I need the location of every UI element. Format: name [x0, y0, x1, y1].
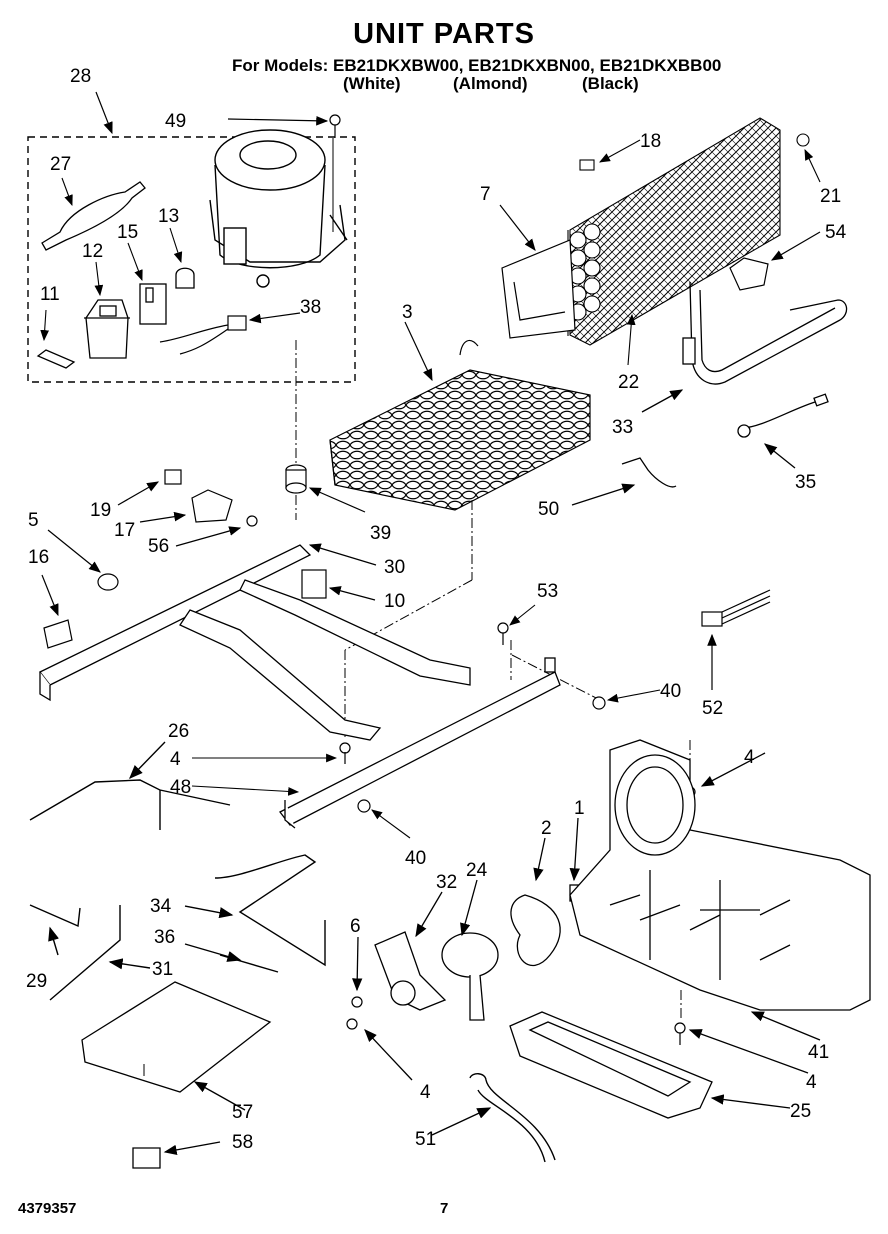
callout-38: 38 — [300, 297, 321, 318]
wire-harness-38 — [159, 312, 301, 355]
callout-6: 6 — [350, 916, 361, 937]
callout-58: 58 — [232, 1132, 253, 1153]
condenser-panel — [499, 204, 576, 339]
callout-52: 52 — [702, 698, 723, 719]
part-16 — [41, 574, 73, 649]
condenser-coil-3 — [329, 321, 591, 511]
callout-17: 17 — [114, 520, 135, 541]
callout-30: 30 — [384, 557, 405, 578]
callout-27: 27 — [50, 154, 71, 175]
drip-tray-57 — [81, 981, 272, 1169]
drain-pan-25 — [509, 1011, 791, 1119]
compressor-kit-outline — [27, 91, 356, 383]
callout-22: 22 — [618, 372, 639, 393]
callout-labels: 28 49 27 13 15 12 11 38 18 7 21 54 3 22 … — [26, 66, 847, 1153]
color-white: (White) — [343, 74, 401, 93]
callout-50: 50 — [538, 499, 559, 520]
leader-lines — [191, 604, 661, 839]
callout-4-a: 4 — [170, 749, 181, 770]
color-black: (Black) — [582, 74, 639, 93]
callout-36: 36 — [154, 927, 175, 948]
tube-26 — [29, 741, 231, 830]
callout-12: 12 — [82, 241, 103, 262]
callout-34: 34 — [150, 896, 172, 917]
overload — [127, 242, 167, 325]
models-line: For Models: EB21DKXBW00, EB21DKXBN00, EB… — [232, 56, 722, 75]
callout-40-b: 40 — [405, 848, 426, 869]
callout-49: 49 — [165, 111, 186, 132]
callout-51: 51 — [415, 1129, 436, 1150]
plug-5 — [47, 529, 119, 591]
callout-3: 3 — [402, 302, 413, 323]
callout-5: 5 — [28, 510, 39, 531]
tubes-lower-left — [29, 854, 326, 1001]
part-54 — [729, 231, 821, 291]
callout-48: 48 — [170, 777, 191, 798]
sensor-35 — [737, 393, 829, 469]
callout-15: 15 — [117, 222, 138, 243]
parts-19-17-56 — [117, 469, 258, 547]
page-number: 7 — [440, 1200, 449, 1217]
connector-52 — [701, 589, 771, 690]
clip-13 — [169, 227, 195, 289]
relay — [84, 261, 130, 359]
grommet-39 — [285, 464, 366, 513]
callout-7: 7 — [480, 184, 491, 205]
callout-25: 25 — [790, 1101, 811, 1122]
base-plate-41 — [569, 739, 871, 1074]
tube-33 — [641, 281, 848, 413]
callout-31: 31 — [152, 959, 173, 980]
callout-4-d: 4 — [420, 1082, 431, 1103]
callout-21: 21 — [820, 186, 841, 207]
fan-assembly — [352, 817, 581, 1081]
callout-16: 16 — [28, 547, 49, 568]
callout-11: 11 — [40, 284, 60, 305]
callout-39: 39 — [370, 523, 391, 544]
callout-4-b: 4 — [744, 747, 755, 768]
callout-53: 53 — [537, 581, 558, 602]
callout-2: 2 — [541, 818, 552, 839]
callout-29: 29 — [26, 971, 47, 992]
callout-57: 57 — [232, 1102, 253, 1123]
document-number: 4379357 — [18, 1200, 77, 1217]
screw-49 — [329, 114, 341, 138]
page-title: UNIT PARTS — [353, 18, 535, 50]
callout-26: 26 — [168, 721, 189, 742]
callout-10: 10 — [384, 591, 405, 612]
callout-54: 54 — [825, 222, 847, 243]
callout-18: 18 — [640, 131, 661, 152]
callout-35: 35 — [795, 472, 816, 493]
callout-40-a: 40 — [660, 681, 681, 702]
callout-4-c: 4 — [806, 1072, 817, 1093]
callout-32: 32 — [436, 872, 457, 893]
callout-33: 33 — [612, 417, 633, 438]
callout-28: 28 — [70, 66, 91, 87]
base-frame — [38, 544, 561, 829]
callout-56: 56 — [148, 536, 169, 557]
callout-41: 41 — [808, 1042, 829, 1063]
compressor — [209, 129, 348, 288]
part-10 — [301, 543, 377, 601]
filter-drier — [41, 177, 146, 251]
callout-13: 13 — [158, 206, 179, 227]
wire-50 — [571, 457, 677, 506]
bracket-11 — [36, 309, 76, 369]
hose-51 — [431, 1073, 556, 1163]
callout-19: 19 — [90, 500, 111, 521]
color-almond: (Almond) — [453, 74, 528, 93]
callout-1: 1 — [574, 798, 585, 819]
condenser-coil — [567, 117, 821, 366]
callout-24: 24 — [466, 860, 488, 881]
